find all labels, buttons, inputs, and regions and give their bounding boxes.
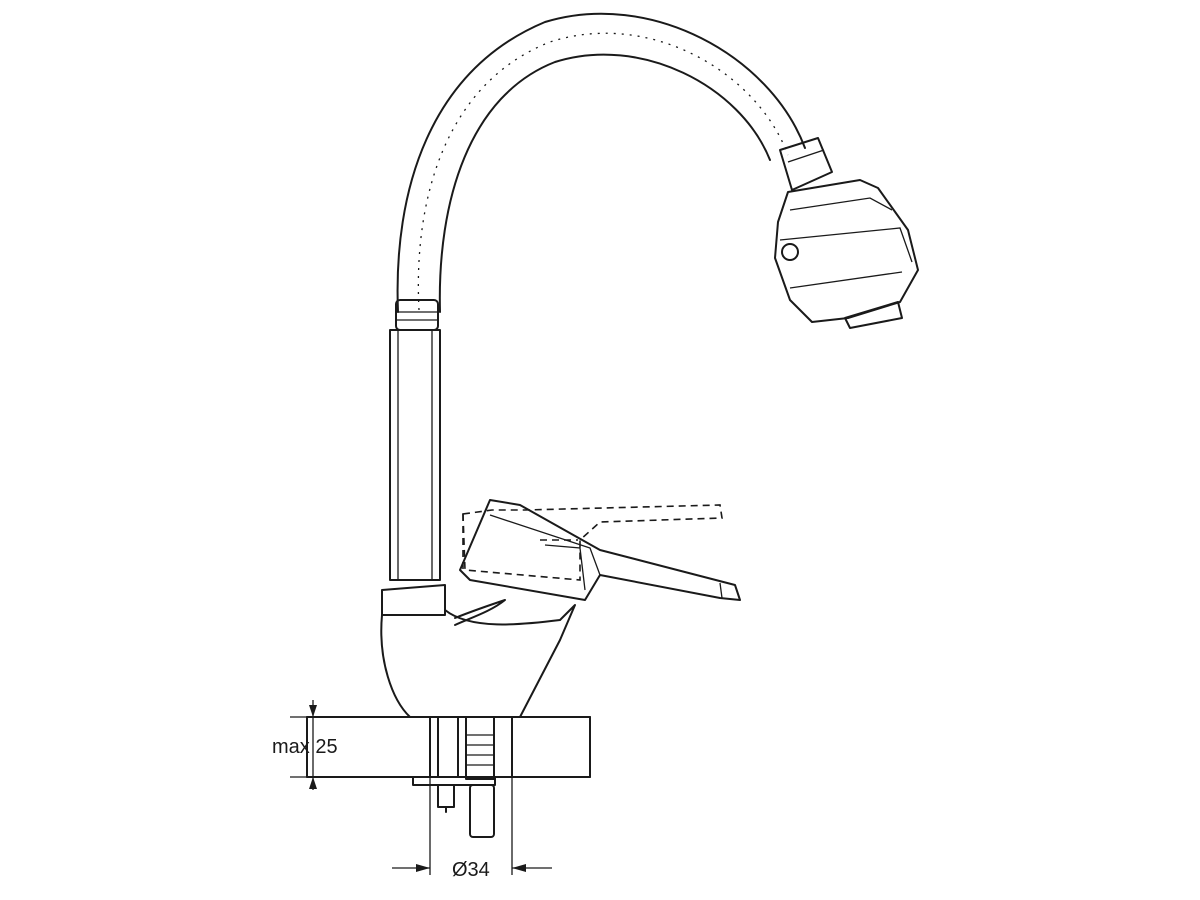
mounting-hardware <box>412 716 496 838</box>
spray-head <box>774 137 919 329</box>
countertop-thickness-label: max 25 <box>272 736 338 758</box>
lever-handle <box>459 499 741 601</box>
countertop-section <box>306 716 591 778</box>
flexible-spout-hose <box>396 12 806 313</box>
hole-diameter-label: Ø34 <box>452 859 490 881</box>
dimension-lines <box>290 700 552 875</box>
lever-handle-raised-position <box>462 504 723 581</box>
spout-tube <box>389 299 441 581</box>
faucet-body <box>380 584 576 718</box>
